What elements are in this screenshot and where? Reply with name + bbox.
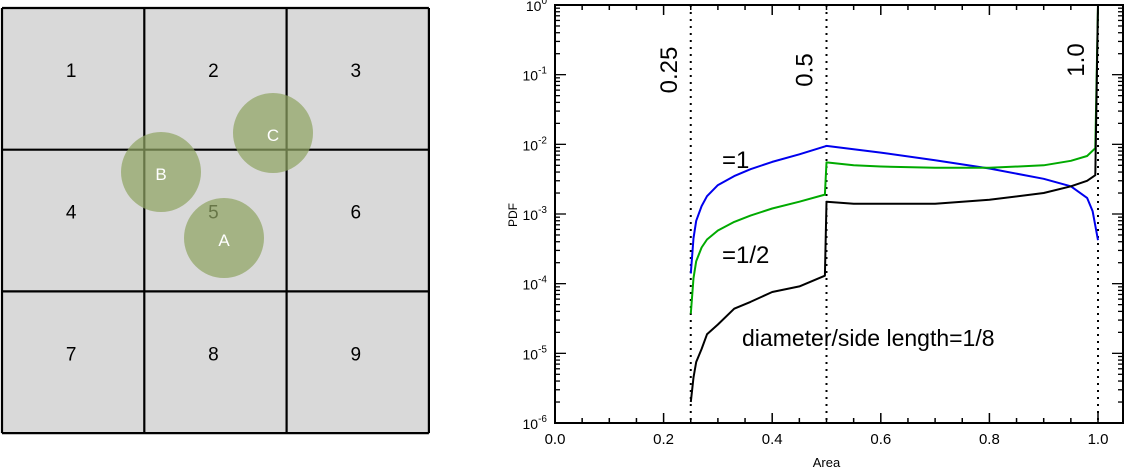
y-tick-label: 10-5 [523,344,548,362]
plot-frame [554,4,1124,424]
y-tick-label: 100 [526,0,548,14]
grid-cell-label-1: 1 [66,61,77,82]
x-axis-title: Area [813,455,841,469]
grid-cell-label-9: 9 [350,344,361,365]
grid-lines [0,6,430,435]
grid-cell-label-2: 2 [208,61,219,82]
x-tick-label: 0.2 [653,431,674,448]
circle-a [184,198,264,278]
grid-cell-label-3: 3 [350,61,361,82]
y-tick-label: 10-3 [523,205,548,223]
grid-cell-label-8: 8 [208,344,219,365]
circle-c [233,93,313,173]
x-ticks [554,5,1099,423]
y-tick-label: 10-6 [523,414,548,432]
grid-cell-label-4: 4 [66,203,77,224]
x-tick-label: 1.0 [1088,431,1109,448]
x-tick-label: 0.0 [545,431,566,448]
grid-diagram: 123456789ABC [0,0,440,469]
vline-label: 0.25 [656,47,683,94]
circle-b [121,132,201,212]
annotation: =1 [722,147,749,174]
annotation: =1/2 [722,242,769,269]
x-tick-label: 0.4 [762,431,783,448]
y-ticks [555,4,1123,424]
annotation: diameter/side length=1/8 [742,325,995,351]
grid-cell-label-6: 6 [350,203,361,224]
circle-label-b: B [155,165,166,184]
grid-diagram-svg: 123456789ABC [0,6,430,435]
y-tick-label: 10-4 [523,275,548,293]
x-tick-label: 0.8 [979,431,1000,448]
series-line-1 [689,4,1099,314]
circle-label-c: C [267,126,279,145]
x-tick-label: 0.6 [870,431,891,448]
vline-label: 1.0 [1063,43,1090,76]
grid-cell-label-7: 7 [66,344,77,365]
vline-label: 0.5 [792,53,819,86]
y-axis-title: PDF [506,203,520,227]
series-line-2 [689,4,1099,403]
y-tick-label: 10-2 [523,135,548,153]
circle-label-a: A [218,231,230,250]
y-tick-label: 10-1 [523,66,548,84]
